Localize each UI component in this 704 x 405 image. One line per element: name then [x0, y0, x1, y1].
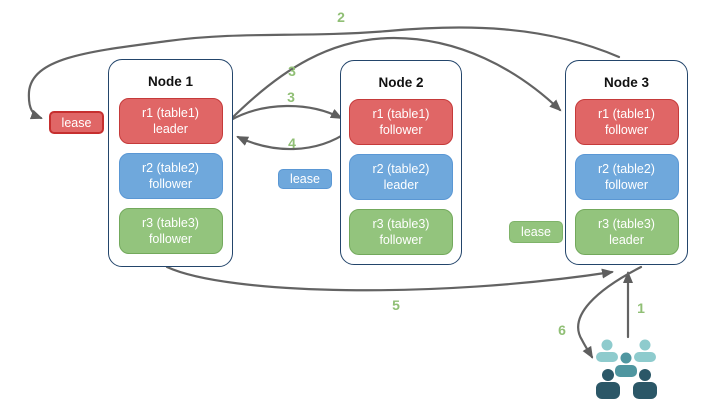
- arrow-step-3-long: [227, 36, 562, 123]
- arrow-label-4: 4: [288, 135, 296, 151]
- lease-badge-table2: lease: [278, 169, 332, 189]
- arrow-step-4: [236, 129, 351, 151]
- replica-role: follower: [148, 177, 193, 191]
- users-group-icon: [596, 339, 657, 399]
- node-3: Node 3 r1 (table1) follower r2 (table2) …: [565, 60, 688, 265]
- node-3-replica-r2: r2 (table2) follower: [574, 154, 679, 200]
- arrow-label-5: 5: [392, 297, 400, 313]
- node-2-replica-r2: r2 (table2) leader: [349, 154, 453, 200]
- node-1-replica-r1: r1 (table1) leader: [118, 98, 223, 144]
- replica-name: r3 (table3): [372, 216, 430, 231]
- arrow-step-3-short: [227, 104, 343, 123]
- node-3-replica-r3: r3 (table3) leader: [574, 209, 679, 255]
- node-3-replica-r1: r1 (table1) follower: [574, 99, 679, 145]
- node-2: Node 2 r1 (table1) follower r2 (table2) …: [340, 60, 462, 265]
- arrow-step-2: [27, 26, 621, 120]
- arrow-label-1: 1: [637, 300, 645, 316]
- node-3-title: Node 3: [603, 75, 649, 90]
- replica-name: r1 (table1): [598, 106, 655, 121]
- lease-badge-table1: lease: [49, 111, 104, 134]
- replica-role: follower: [604, 178, 649, 192]
- node-1-title: Node 1: [147, 74, 193, 89]
- replica-name: r3 (table3): [598, 216, 655, 231]
- arrow-label-6: 6: [558, 322, 566, 338]
- replica-role: follower: [604, 123, 649, 137]
- replica-name: r2 (table2): [598, 161, 655, 176]
- arrow-label-3-upper: 3: [288, 63, 296, 79]
- arrow-step-5: [165, 265, 614, 292]
- replica-role: leader: [383, 178, 419, 192]
- replica-role: leader: [609, 233, 644, 247]
- node-1-replica-r2: r2 (table2) follower: [118, 153, 223, 199]
- replica-role: leader: [153, 122, 188, 136]
- replica-role: follower: [148, 232, 193, 246]
- node-2-replica-r3: r3 (table3) follower: [349, 209, 453, 255]
- replica-role: follower: [379, 123, 423, 137]
- arrow-step-6: [577, 265, 643, 359]
- replica-name: r2 (table2): [142, 160, 199, 175]
- lease-badge-table3: lease: [509, 221, 563, 243]
- replica-name: r1 (table1): [142, 105, 199, 120]
- arrow-label-3-lower: 3: [287, 89, 295, 105]
- node-1-replica-r3: r3 (table3) follower: [118, 208, 223, 254]
- node-2-title: Node 2: [378, 75, 424, 90]
- replica-name: r2 (table2): [372, 161, 430, 176]
- node-2-replica-r1: r1 (table1) follower: [349, 99, 453, 145]
- arrow-label-2: 2: [337, 9, 345, 25]
- node-1: Node 1 r1 (table1) leader r2 (table2) fo…: [108, 59, 233, 267]
- replica-name: r3 (table3): [142, 215, 199, 230]
- replica-name: r1 (table1): [372, 106, 430, 121]
- replica-role: follower: [379, 233, 423, 247]
